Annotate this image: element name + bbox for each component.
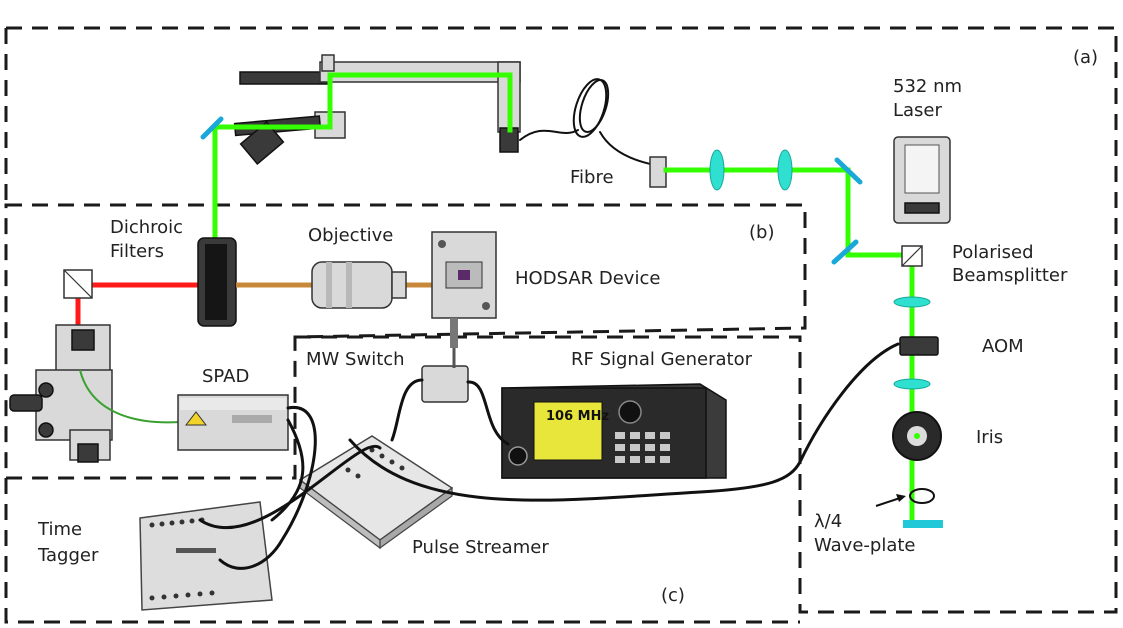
rf-generator-label: RF Signal Generator <box>571 349 753 370</box>
spad-label: SPAD <box>202 366 249 387</box>
green-beam-rail <box>212 72 513 238</box>
hodsar-device <box>431 231 497 348</box>
iris <box>892 411 942 461</box>
polarised-label-line1: Polarised <box>952 242 1034 263</box>
time-tagger-label-line1: Time <box>37 519 82 540</box>
quarter-waveplate <box>909 488 935 504</box>
mirror-upper-right <box>834 157 863 185</box>
aom-lens-lower <box>893 378 931 390</box>
objective-label: Objective <box>308 225 393 246</box>
time-tagger-label-line2: Tagger <box>37 545 99 566</box>
dichroic-label-line2: Filters <box>110 241 164 262</box>
telescope-lens-1 <box>709 149 725 191</box>
signal-cables <box>198 342 900 570</box>
spad-translation-stage <box>9 324 113 463</box>
pulse-streamer <box>298 435 454 550</box>
rf-screen <box>533 401 603 461</box>
mw-switch-label: MW Switch <box>306 349 405 370</box>
time-tagger <box>139 501 273 611</box>
iris-label: Iris <box>976 427 1003 448</box>
spad-module <box>177 394 289 451</box>
section-c-label: (c) <box>661 585 685 606</box>
mirror-lower-right <box>831 239 859 265</box>
section-c-outline <box>4 335 802 624</box>
fibre-label: Fibre <box>570 167 614 188</box>
aom-lens-upper <box>893 296 931 308</box>
section-a-outline <box>4 26 1118 614</box>
pulse-streamer-label: Pulse Streamer <box>412 537 549 558</box>
section-a-label: (a) <box>1073 47 1098 68</box>
waveplate-label-line2: Wave-plate <box>814 535 916 556</box>
aom <box>899 336 939 356</box>
dichroic-filters <box>197 237 237 327</box>
aom-label: AOM <box>982 336 1024 357</box>
rf-signal-generator <box>501 383 727 479</box>
laser-label-line2: Laser <box>893 100 943 121</box>
dichroic-label-line1: Dichroic <box>110 217 183 238</box>
spad-optical-fibre <box>79 369 181 424</box>
mirror-top-left <box>200 116 224 140</box>
beam-dump <box>903 520 943 528</box>
rf-frequency-readout: 106 MHz <box>546 409 609 424</box>
fibre-coil <box>519 78 656 166</box>
section-b-label: (b) <box>749 222 774 243</box>
telescope-lens-2 <box>777 149 793 191</box>
laser-532nm <box>893 136 951 224</box>
hodsar-label: HODSAR Device <box>515 268 660 289</box>
microscope-objective <box>311 261 407 309</box>
mw-switch <box>421 365 469 403</box>
waveplate-label-line1: λ/4 <box>814 511 842 532</box>
optical-breadboard-rail <box>233 54 521 165</box>
laser-label-line1: 532 nm <box>893 76 962 97</box>
polarised-label-line2: Beamsplitter <box>952 265 1068 286</box>
